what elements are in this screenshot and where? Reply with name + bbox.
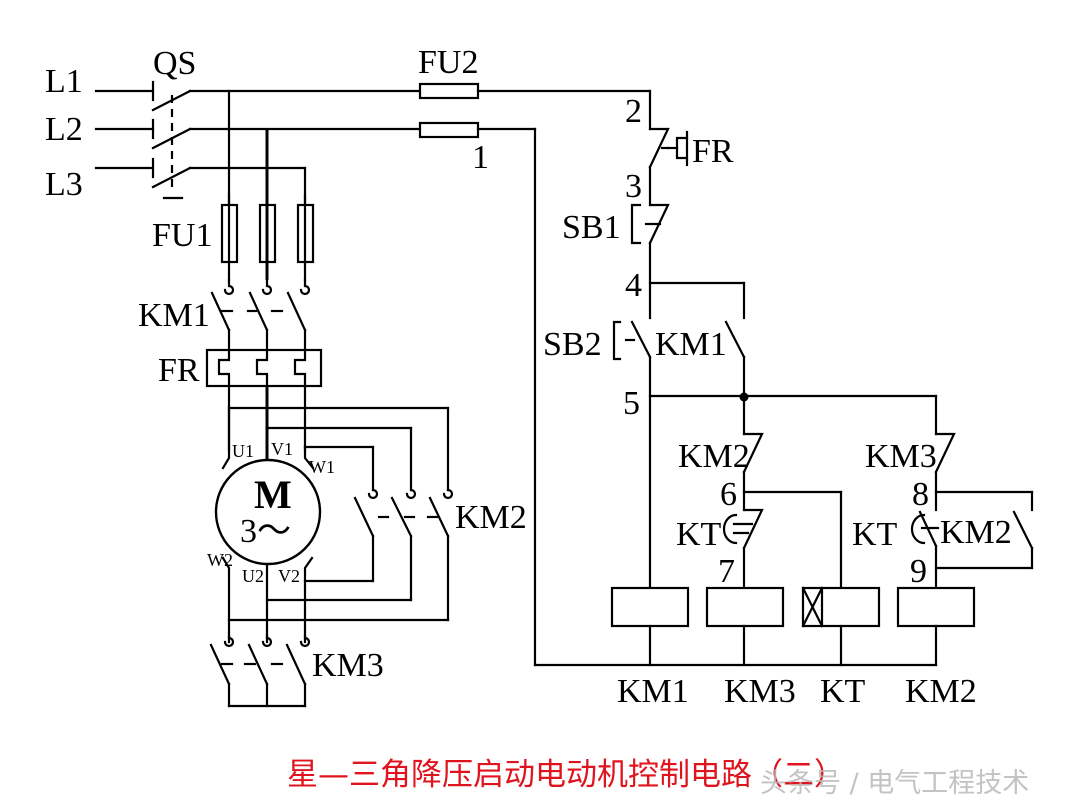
node-3: 3 [625, 168, 642, 205]
label-l2: L2 [45, 111, 83, 148]
label-fu1: FU1 [152, 217, 212, 254]
label-km1-main: KM1 [138, 297, 210, 334]
label-l3: L3 [45, 166, 83, 203]
motor-label: M [254, 472, 292, 517]
fu2-fuses [418, 82, 480, 139]
label-fr-nc: FR [692, 133, 734, 170]
fr-thermal-element [205, 348, 323, 460]
coil-label-km1: KM1 [617, 673, 689, 710]
km1-main-contacts [210, 278, 311, 352]
node-1: 1 [472, 139, 489, 176]
kt-nc-delay-contact [722, 508, 764, 550]
coil-km1 [610, 586, 690, 667]
node-2: 2 [625, 93, 642, 130]
coil-label-kt: KT [820, 673, 866, 710]
label-fu2: FU2 [418, 44, 478, 81]
node-9: 9 [910, 553, 927, 590]
km2-delta-contacts [353, 488, 454, 622]
label-qs: QS [153, 45, 196, 82]
label-km1-hold: KM1 [655, 326, 727, 363]
terminal-u2: U2 [242, 566, 264, 586]
km2-nc-contact [742, 432, 764, 474]
terminal-u1: U1 [232, 441, 254, 461]
node-7: 7 [718, 553, 735, 590]
km3-star-contacts [209, 634, 311, 708]
terminal-w1: W1 [309, 457, 335, 477]
coil-km3 [705, 586, 785, 667]
motor-phase: 3～ [240, 513, 291, 550]
label-km3-nc: KM3 [865, 438, 937, 475]
fu1-fuses [220, 193, 315, 282]
terminal-v1: V1 [271, 439, 293, 459]
motor-delta-wiring [221, 406, 450, 492]
km3-nc-contact [934, 432, 956, 474]
label-l1: L1 [45, 63, 83, 100]
label-sb1: SB1 [562, 209, 621, 246]
node-8: 8 [912, 476, 929, 513]
coil-label-km2: KM2 [905, 673, 977, 710]
label-km2-hold: KM2 [940, 514, 1012, 551]
coil-km2 [896, 586, 976, 667]
qs-switch [94, 80, 192, 200]
label-kt-nc: KT [676, 516, 722, 553]
label-km3-star: KM3 [312, 647, 384, 684]
diagram-title: 星—三角降压启动电动机控制电路（二） [287, 757, 845, 793]
label-kt-no: KT [852, 516, 898, 553]
sb2-start-button [612, 320, 652, 361]
motor: M 3～ [214, 458, 322, 566]
node-4: 4 [625, 267, 642, 304]
label-fr-thermal: FR [158, 352, 200, 389]
terminal-v2: V2 [278, 566, 300, 586]
coil-label-km3: KM3 [724, 673, 796, 710]
label-sb2: SB2 [543, 326, 602, 363]
node-6: 6 [720, 476, 737, 513]
motor-star-wiring [221, 556, 450, 644]
kt-no-delay-contact [910, 510, 940, 548]
km2-hold-contact [1012, 510, 1034, 550]
node-5: 5 [623, 385, 640, 422]
fr-nc-contact [648, 127, 689, 169]
label-km2-delta: KM2 [455, 499, 527, 536]
coil-kt [801, 586, 881, 667]
label-km2-nc: KM2 [678, 438, 750, 475]
watermark: 头条号 / 电气工程技术 [760, 768, 1029, 799]
sb1-stop-button [630, 203, 670, 245]
km1-hold-contact [724, 320, 746, 359]
